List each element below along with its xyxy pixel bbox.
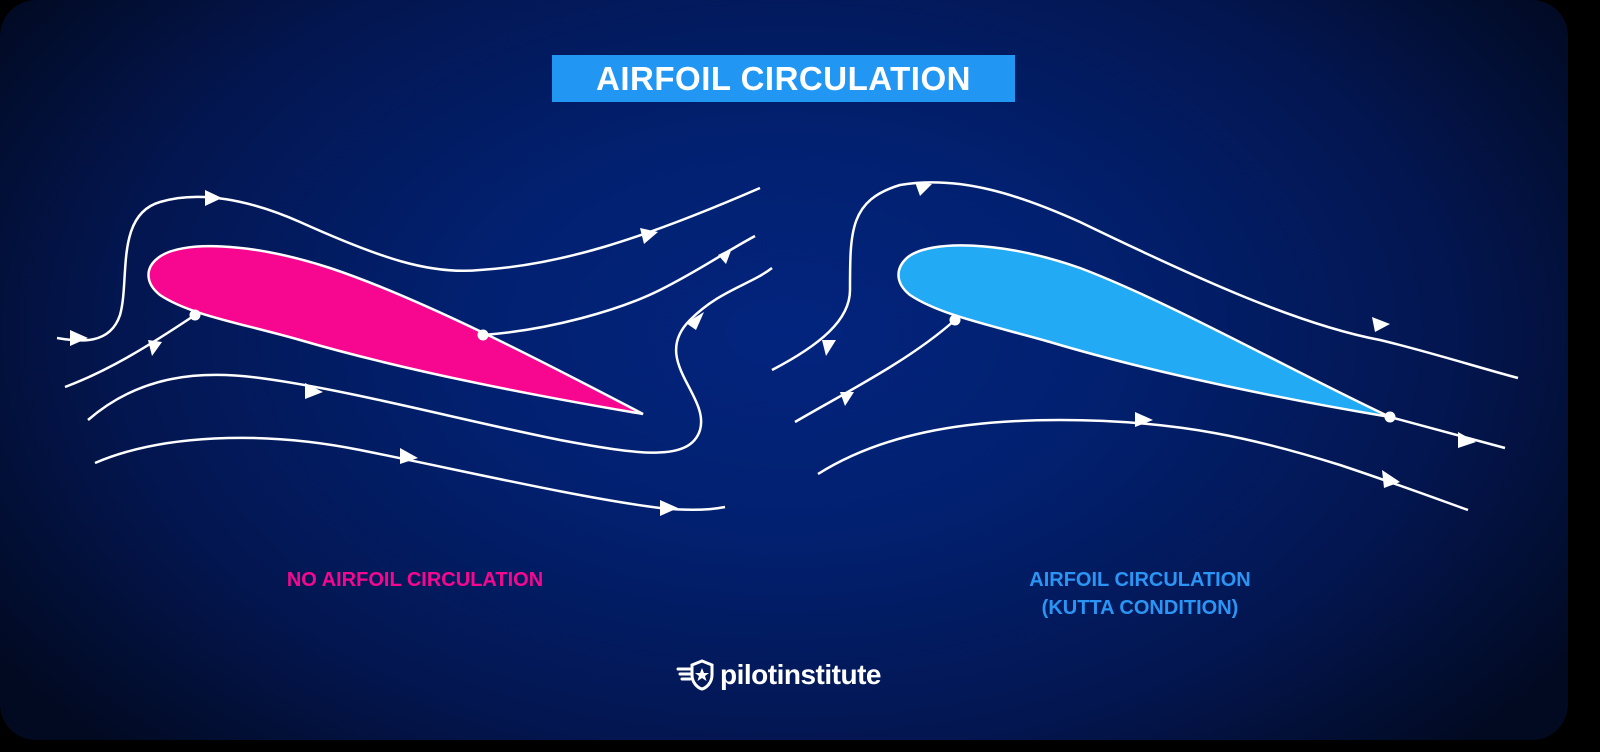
right-airfoil-group (771, 181, 1519, 512)
stagnation-point-front-right (949, 314, 961, 326)
kutta-trailing-edge-point (1384, 411, 1396, 423)
caption-no-circulation: NO AIRFOIL CIRCULATION (286, 569, 544, 591)
right-flow-arrows (822, 182, 1476, 488)
stagnation-point-front (189, 309, 201, 321)
page-title: AIRFOIL CIRCULATION (552, 55, 1015, 102)
airflow-diagram (56, 181, 1519, 516)
right-streamlines (771, 181, 1519, 512)
left-flow-arrows (70, 190, 732, 516)
right-airfoil (897, 244, 1391, 419)
diagram-card: AIRFOIL CIRCULATION (0, 0, 1568, 740)
caption-kutta: AIRFOIL CIRCULATION (KUTTA CONDITION) (960, 566, 1320, 622)
winged-shield-star-icon (676, 659, 714, 691)
left-airfoil (147, 244, 644, 416)
caption-kutta-line2: (KUTTA CONDITION) (1041, 597, 1239, 619)
brand-logo: pilotinstitute (676, 655, 881, 695)
brand-name: pilotinstitute (720, 659, 881, 690)
left-airfoil-group (56, 186, 773, 516)
caption-kutta-line1: AIRFOIL CIRCULATION (1029, 569, 1251, 591)
stagnation-point-rear (477, 329, 489, 341)
